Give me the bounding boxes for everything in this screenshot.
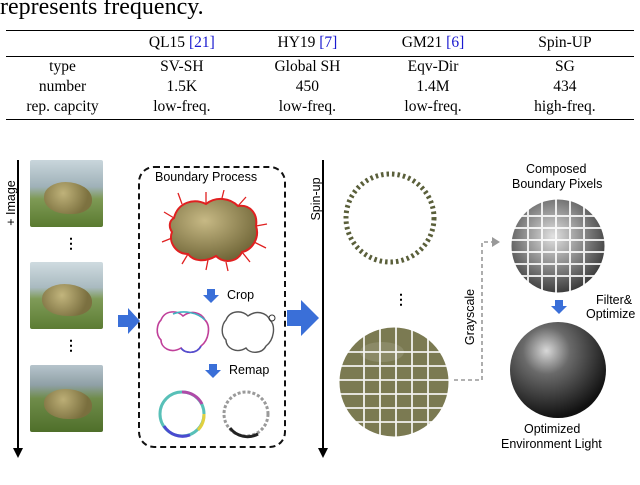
remap-label: Remap: [229, 363, 270, 377]
optimized-light-sphere: [510, 322, 606, 418]
intro-text: represents frequency.: [0, 0, 204, 20]
remap-arrow: [205, 364, 221, 378]
table-cell: low-freq.: [119, 97, 245, 120]
table-cell: type: [49, 58, 76, 75]
remapped-ring-color: [158, 390, 206, 438]
image-axis-arrow: [13, 160, 23, 458]
table-header-cell: QL15 [21]: [119, 30, 245, 57]
filter-optimize-arrow: [551, 300, 567, 314]
pipeline-figure: + Image ⋮ ⋮ Boundary Process: [0, 150, 640, 485]
table-header-cell: Spin-UP: [495, 30, 634, 57]
image-axis-label: + Image: [4, 180, 18, 226]
cropped-outline-gray: [221, 311, 276, 353]
method-name: GM21: [401, 34, 447, 51]
flow-arrow: [287, 300, 319, 336]
composed-label-line1: Composed: [526, 162, 587, 176]
composed-label-line2: Boundary Pixels: [512, 177, 603, 191]
method-name: HY19: [277, 34, 320, 51]
table-row: rep. capcity low-freq. low-freq. low-fre…: [6, 97, 634, 120]
table-cell: Eqv-Dir: [407, 58, 459, 75]
table-cell: Global SH: [274, 58, 341, 75]
bear-figurine: [44, 389, 92, 419]
table-cell: 450: [295, 78, 320, 95]
input-image: [30, 262, 103, 329]
ellipsis-icon: ⋮: [394, 291, 408, 307]
table-cell: high-freq.: [495, 97, 634, 120]
remapped-ring-gray: [222, 390, 270, 439]
comparison-table: QL15 [21] HY19 [7] GM21 [6] Spin-UP type…: [6, 30, 634, 120]
table-cell: rep. capcity: [6, 97, 120, 120]
bear-figurine: [44, 182, 92, 214]
grayscale-label: Grayscale: [463, 288, 477, 346]
table-cell: SV-SH: [160, 58, 204, 75]
filter-label-line2: Optimize: [586, 307, 636, 321]
input-image: [30, 160, 103, 227]
grayscale-composed-sphere: [508, 196, 608, 296]
table-cell: 1.5K: [166, 78, 198, 95]
table-cell: 1.4M: [416, 78, 450, 95]
table-header-cell: GM21 [6]: [370, 30, 496, 57]
optimized-label-line1: Optimized: [524, 422, 581, 436]
table-cell: number: [38, 78, 87, 95]
flow-arrow: [118, 308, 140, 334]
citation-link[interactable]: [7]: [319, 34, 338, 51]
input-image: [30, 365, 103, 432]
boundary-silhouette: [161, 190, 268, 272]
spinup-label: Spin-up: [309, 177, 323, 221]
boundary-process-box: [138, 166, 286, 448]
boundary-process-title: Boundary Process: [155, 170, 258, 184]
filter-label-line1: Filter&: [596, 293, 633, 307]
boundary-pixel-ring: [343, 171, 437, 265]
table-cell: 434: [553, 78, 577, 95]
bear-figurine: [42, 284, 92, 316]
table-header-row: QL15 [21] HY19 [7] GM21 [6] Spin-UP: [6, 30, 634, 57]
ellipsis-icon: ⋮: [64, 337, 78, 353]
grayscale-connector: [454, 237, 500, 381]
table-row: type SV-SH Global SH Eqv-Dir SG: [6, 57, 634, 78]
cropped-outline-color: [156, 311, 210, 354]
table-cell: low-freq.: [370, 97, 496, 120]
citation-link[interactable]: [21]: [188, 34, 215, 51]
method-name: QL15: [148, 34, 189, 51]
spinup-axis-arrow: [318, 160, 328, 458]
table-header-cell: HY19 [7]: [244, 30, 371, 57]
method-name: Spin-UP: [538, 34, 592, 51]
ellipsis-icon: ⋮: [64, 235, 78, 251]
composed-color-sphere: [336, 324, 452, 440]
table-row: number 1.5K 450 1.4M 434: [6, 77, 634, 97]
table-cell: low-freq.: [244, 97, 371, 120]
citation-link[interactable]: [6]: [446, 34, 465, 51]
crop-label: Crop: [227, 288, 255, 302]
table-header-cell: [6, 30, 120, 57]
crop-arrow: [203, 289, 219, 303]
table-cell: SG: [554, 58, 575, 75]
optimized-label-line2: Environment Light: [501, 437, 602, 451]
